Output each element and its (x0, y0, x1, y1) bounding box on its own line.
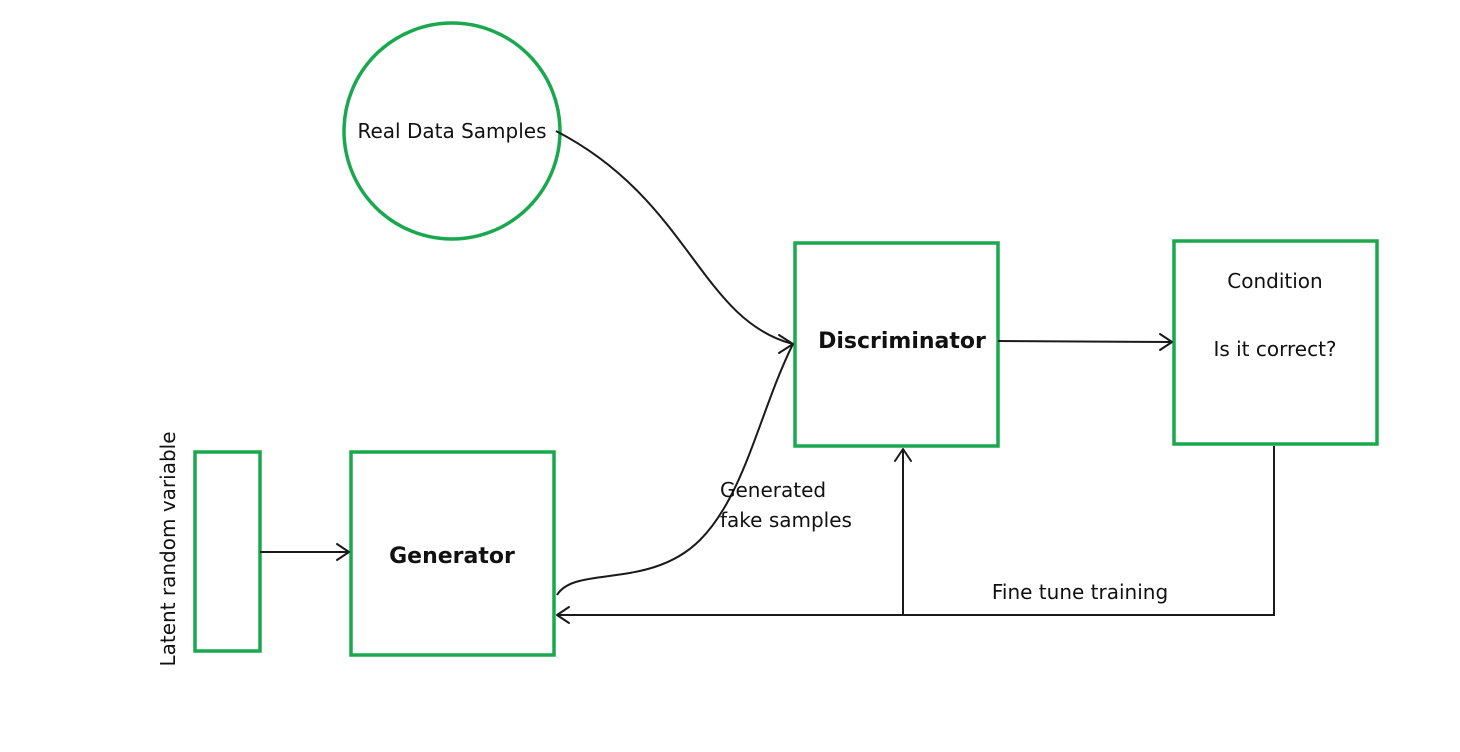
latent-variable-label: Latent random variable (156, 431, 180, 666)
generator-label: Generator (389, 544, 515, 569)
discriminator-node (793, 241, 1000, 448)
fine-tune-feedback-line (557, 446, 1275, 616)
is-it-correct-label: Is it correct? (1213, 337, 1336, 361)
latent-to-generator-arrowhead (336, 543, 350, 561)
fine-tune-to-discriminator-arrowhead (894, 448, 912, 462)
fine-tune-training-label: Fine tune training (992, 580, 1168, 604)
fine-tune-to-generator-arrowhead (556, 606, 570, 624)
discriminator-to-condition-arrowhead (1159, 333, 1173, 351)
fake-samples-label: fake samples (720, 508, 852, 532)
real-to-discriminator-arrow (555, 130, 794, 345)
generated-label: Generated (720, 478, 826, 502)
discriminator-to-condition-arrow (997, 340, 1173, 343)
discriminator-label: Discriminator (818, 329, 986, 354)
generator-to-discriminator-arrow (556, 343, 794, 596)
condition-label: Condition (1227, 269, 1322, 293)
generator-node (349, 450, 556, 657)
latent-variable-node (193, 450, 262, 653)
condition-node (1172, 239, 1379, 446)
real-data-samples-label: Real Data Samples (358, 119, 547, 143)
real-data-samples-node (342, 21, 562, 241)
